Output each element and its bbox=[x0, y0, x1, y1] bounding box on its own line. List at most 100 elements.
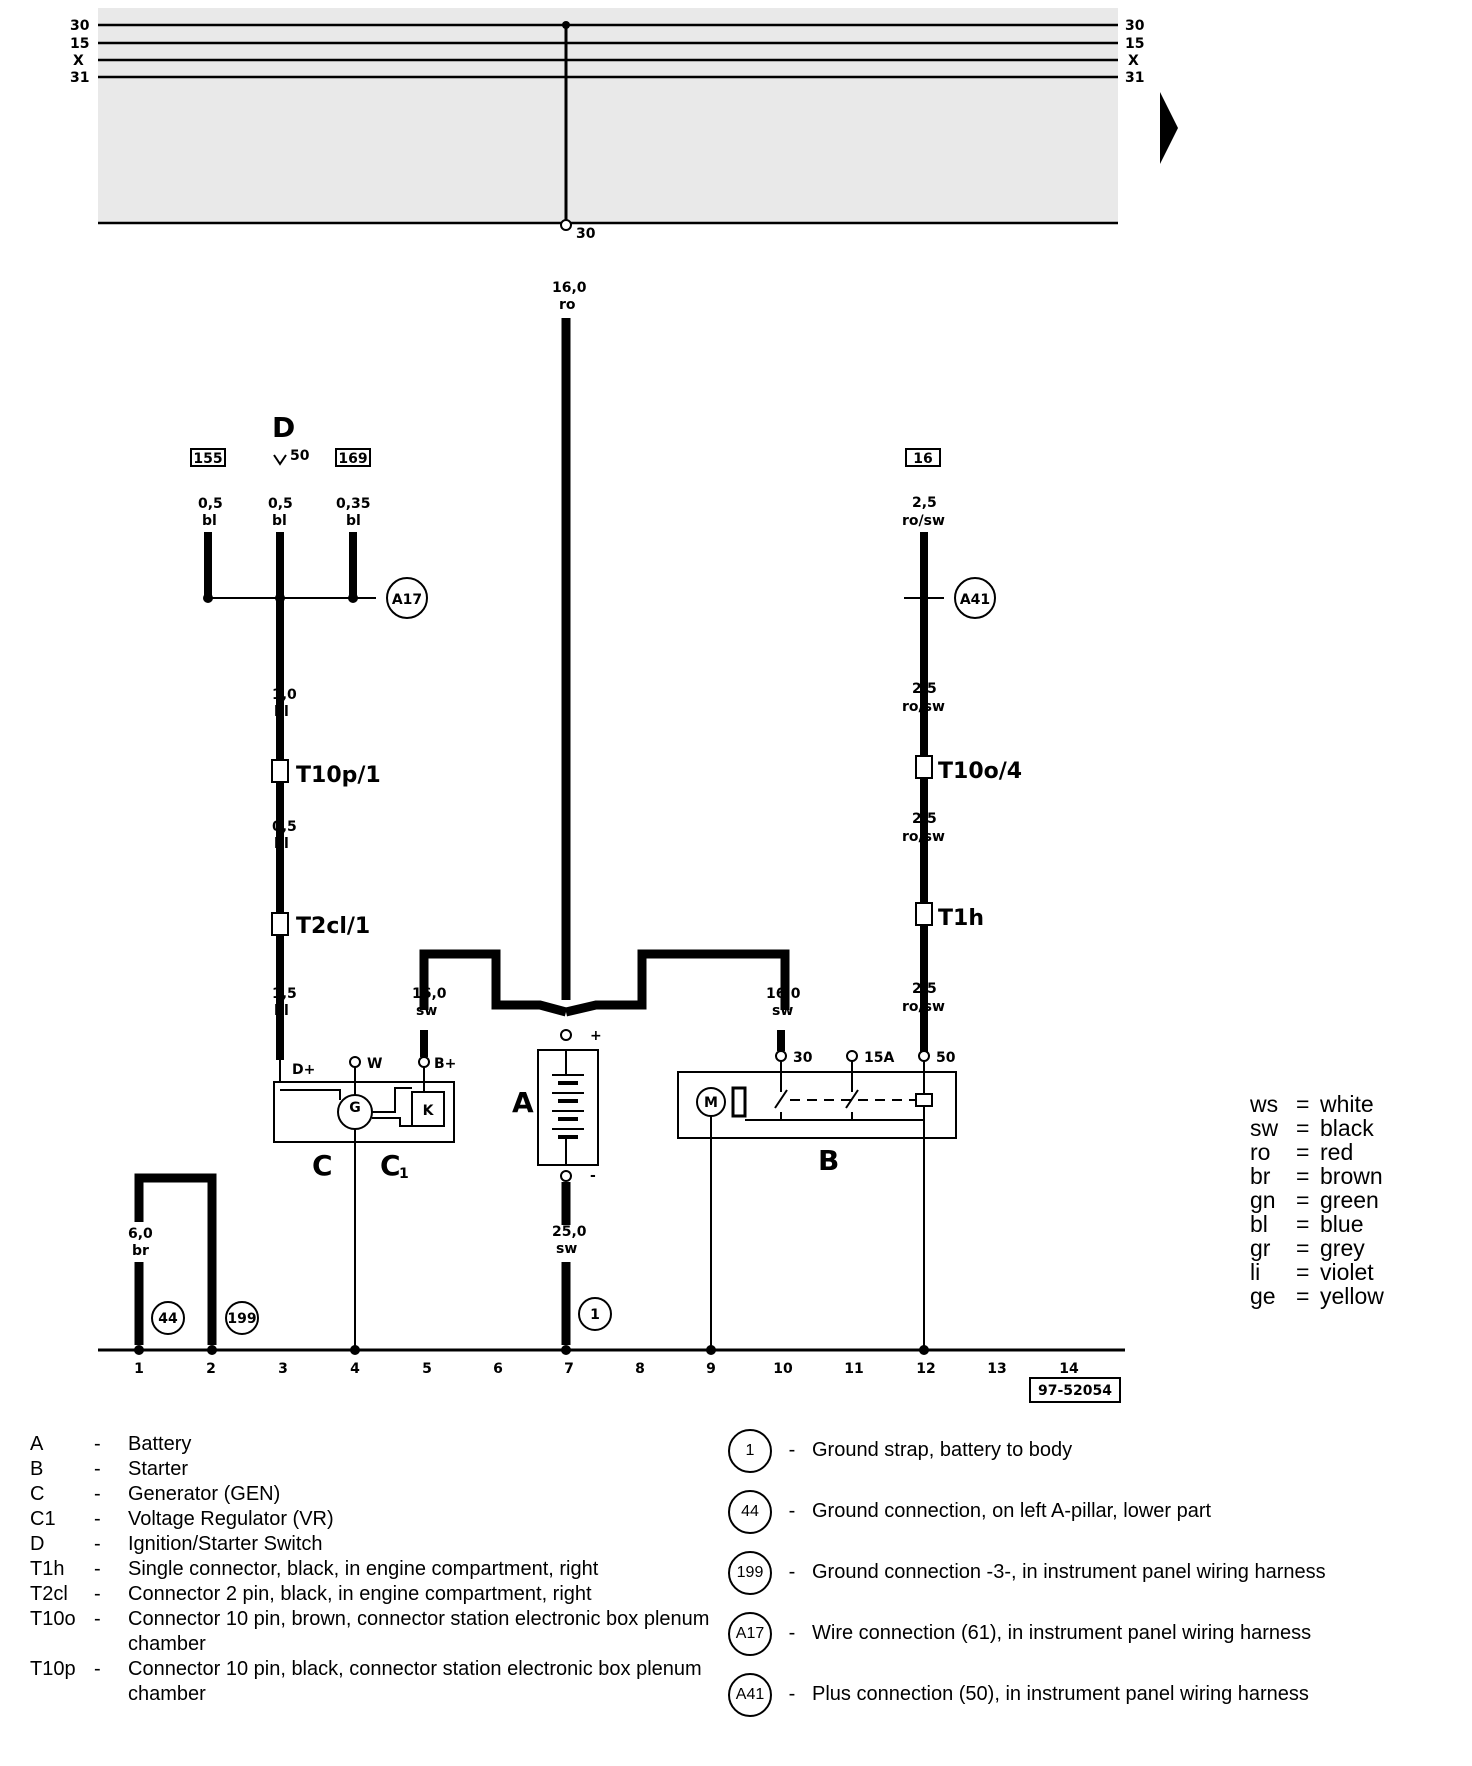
t10o-color: ro/sw bbox=[902, 829, 945, 845]
splice-node-155 bbox=[203, 593, 213, 603]
d-lower-color: bl bbox=[274, 704, 289, 720]
connector-t1h bbox=[915, 902, 933, 926]
legend-code: D bbox=[30, 1533, 45, 1555]
circle-a41-label: A41 bbox=[960, 592, 990, 608]
wire-starter-30 bbox=[564, 949, 790, 1017]
bus-tap-node bbox=[562, 21, 570, 29]
legend-dash: - bbox=[94, 1458, 101, 1480]
starter-30-terminal bbox=[775, 1050, 787, 1062]
connector-t2cl-label: T2cl/1 bbox=[296, 914, 370, 939]
starter-15a-terminal bbox=[846, 1050, 858, 1062]
bplus-size: 16,0 bbox=[412, 986, 447, 1002]
legend-row: T10p-Connector 10 pin, black, connector … bbox=[30, 1657, 730, 1707]
legend-dash: - bbox=[788, 1683, 796, 1705]
legend-desc: Battery bbox=[128, 1433, 192, 1455]
br-size: 6,0 bbox=[128, 1226, 153, 1242]
legend-row: C-Generator (GEN) bbox=[30, 1482, 730, 1507]
wd-color: bl bbox=[272, 513, 287, 529]
legend-dash: - bbox=[94, 1658, 101, 1680]
color-code: bl bbox=[1250, 1211, 1268, 1237]
legend-desc: Connector 2 pin, black, in engine compar… bbox=[128, 1583, 592, 1605]
t2cl-size: 1,5 bbox=[272, 986, 297, 1002]
battery-plus-terminal bbox=[560, 1029, 572, 1041]
bus-lines bbox=[98, 23, 1118, 225]
label-c1: C bbox=[380, 1149, 401, 1182]
track-11: 11 bbox=[844, 1361, 863, 1377]
circle-ground-1-label: 1 bbox=[590, 1307, 600, 1323]
connection-legend-row: 44-Ground connection, on left A-pillar, … bbox=[728, 1481, 1468, 1542]
connection-symbol: A17 bbox=[728, 1611, 772, 1656]
d-lower-size: 1,0 bbox=[272, 687, 297, 703]
starter-30-label: 30 bbox=[793, 1050, 813, 1066]
color-legend-row: ws=white bbox=[1250, 1092, 1384, 1116]
w155-size: 0,5 bbox=[198, 496, 223, 512]
color-code: ro bbox=[1250, 1139, 1271, 1165]
legend-desc: Voltage Regulator (VR) bbox=[128, 1508, 334, 1530]
starter-solenoid-coil bbox=[731, 1086, 747, 1118]
track-8: 8 bbox=[635, 1361, 645, 1377]
color-legend-row: ro=red bbox=[1250, 1140, 1384, 1164]
generator-g-label: G bbox=[349, 1100, 361, 1116]
color-name: violet bbox=[1320, 1259, 1374, 1285]
connection-desc: Ground connection -3-, in instrument pan… bbox=[812, 1561, 1326, 1583]
connection-symbol: A41 bbox=[728, 1672, 772, 1717]
ground-color: sw bbox=[556, 1241, 577, 1257]
color-code: ws bbox=[1250, 1091, 1279, 1117]
legend-row: T10o-Connector 10 pin, brown, connector … bbox=[30, 1607, 730, 1657]
color-legend-row: gr=grey bbox=[1250, 1236, 1384, 1260]
connection-symbol: 1 bbox=[728, 1428, 772, 1473]
color-name: green bbox=[1320, 1187, 1379, 1213]
t2cl-color: bl bbox=[274, 1003, 289, 1019]
connection-legend-row: A17-Wire connection (61), in instrument … bbox=[728, 1603, 1468, 1664]
legend-desc: Single connector, black, in engine compa… bbox=[128, 1558, 599, 1580]
track-4: 4 bbox=[350, 1361, 360, 1377]
t10p-size: 0,5 bbox=[272, 819, 297, 835]
battery-box bbox=[537, 1049, 599, 1166]
color-eq: = bbox=[1296, 1259, 1310, 1285]
bus-label-30-left: 30 bbox=[70, 18, 90, 34]
legend-row: D-Ignition/Starter Switch bbox=[30, 1532, 730, 1557]
legend-dash: - bbox=[94, 1583, 101, 1605]
legend-dash: - bbox=[788, 1439, 796, 1461]
main-wire-size: 16,0 bbox=[552, 280, 587, 296]
legend-dash: - bbox=[94, 1508, 101, 1530]
color-name: grey bbox=[1320, 1235, 1365, 1261]
connection-symbol: 199 bbox=[728, 1550, 772, 1595]
legend-code: B bbox=[30, 1458, 44, 1480]
terminal-30-node bbox=[560, 219, 572, 231]
legend-desc: Starter bbox=[128, 1458, 189, 1480]
switch-d-contact bbox=[273, 454, 287, 466]
regulator-k-label: K bbox=[423, 1103, 435, 1119]
connector-t10p-label: T10p/1 bbox=[296, 763, 381, 788]
color-eq: = bbox=[1296, 1115, 1310, 1141]
wiring-diagram: 30 15 X 31 30 15 X 31 30 16,0 ro D 50 15… bbox=[70, 8, 1145, 1403]
color-name: red bbox=[1320, 1139, 1354, 1165]
main-wire-color: ro bbox=[559, 297, 576, 313]
gen-dplus-label: D+ bbox=[292, 1062, 315, 1078]
terminal-30-label: 30 bbox=[576, 226, 596, 242]
color-name: yellow bbox=[1320, 1283, 1384, 1309]
connection-legend-row: A41-Plus connection (50), in instrument … bbox=[728, 1664, 1468, 1725]
connection-symbol: 44 bbox=[728, 1489, 772, 1534]
color-code: gr bbox=[1250, 1235, 1271, 1261]
br-label-bg bbox=[124, 1222, 154, 1262]
color-code: ge bbox=[1250, 1283, 1276, 1309]
figure-id-box bbox=[1029, 1377, 1121, 1403]
track-1: 1 bbox=[134, 1361, 144, 1377]
connector-t10p bbox=[271, 759, 289, 783]
color-eq: = bbox=[1296, 1163, 1310, 1189]
legend-code: T10p bbox=[30, 1658, 76, 1680]
splice-node-d bbox=[275, 593, 285, 603]
bus-label-x-left: X bbox=[73, 53, 84, 69]
legend-dash: - bbox=[788, 1561, 796, 1583]
track-13: 13 bbox=[987, 1361, 1006, 1377]
color-legend-row: ge=yellow bbox=[1250, 1284, 1384, 1308]
battery-plus-label: + bbox=[590, 1028, 602, 1044]
starter-15a-label: 15A bbox=[864, 1050, 894, 1066]
connector-t1h-label: T1h bbox=[938, 906, 984, 931]
circle-a41 bbox=[954, 577, 996, 619]
w169-color: bl bbox=[346, 513, 361, 529]
color-code: gn bbox=[1250, 1187, 1276, 1213]
regulator-symbol bbox=[411, 1091, 445, 1127]
legend-code: T2cl bbox=[30, 1583, 68, 1605]
